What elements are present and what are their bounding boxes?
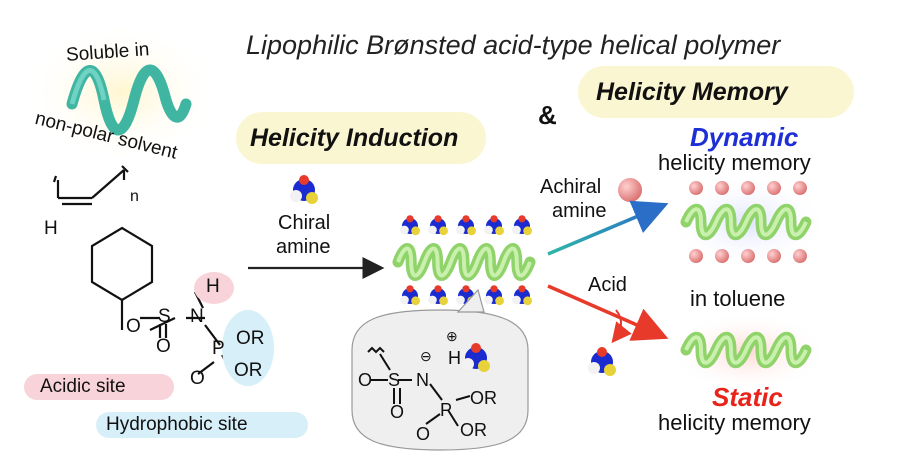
bubble-atom-n: N	[416, 370, 429, 390]
acidic-site-label: Acidic site	[40, 376, 126, 397]
bubble-amine-icon	[462, 343, 490, 372]
atom-or1: OR	[236, 328, 265, 349]
atom-n: N	[190, 306, 204, 327]
induction-highlight	[236, 112, 486, 164]
hydrophobic-site-highlight	[96, 412, 308, 438]
acidic-site-highlight	[24, 374, 174, 400]
achiral-amine-line1: Achiral	[540, 176, 602, 198]
or-highlight	[222, 310, 274, 386]
ampersand: &	[538, 100, 557, 130]
page-title: Lipophilic Brønsted acid-type helical po…	[246, 30, 781, 60]
static-subtitle: helicity memory	[658, 410, 811, 435]
released-amine-icon	[588, 347, 616, 376]
static-title: Static	[712, 382, 783, 412]
central-helix	[392, 215, 536, 306]
helix-icon	[66, 64, 192, 136]
bubble-atom-o2: O	[390, 402, 405, 422]
memory-highlight	[578, 66, 854, 118]
bubble-atom-s: S	[388, 370, 401, 390]
bubble-atom-or2: OR	[460, 420, 487, 440]
atom-h-backbone: H	[44, 218, 58, 239]
dynamic-subtitle: helicity memory	[658, 150, 811, 175]
bubble-plus: ⊕	[446, 328, 458, 344]
in-toluene-label: in toluene	[690, 286, 786, 311]
repeat-n: n	[130, 188, 139, 205]
atom-o3: O	[190, 368, 205, 389]
bubble-atom-o1: O	[358, 370, 373, 390]
atom-s: S	[158, 306, 171, 327]
dynamic-arrow	[547, 200, 669, 256]
static-helix	[680, 331, 812, 369]
hydrophobic-site-label: Hydrophobic site	[106, 414, 248, 435]
acid-release-arrow	[611, 309, 632, 344]
acid-label: Acid	[588, 274, 627, 296]
detail-bubble	[351, 309, 529, 451]
bubble-atom-p: P	[440, 400, 453, 420]
chiral-amine-line2: amine	[276, 236, 331, 258]
dynamic-helix	[680, 181, 812, 263]
chiral-amine-line1: Chiral	[278, 212, 331, 234]
bubble-atom-h: H	[448, 348, 461, 368]
atom-o1: O	[126, 316, 141, 337]
achiral-amine-line2: amine	[552, 200, 607, 222]
bubble-structure	[367, 346, 471, 427]
chiral-amine-icon	[290, 175, 318, 204]
static-arrow	[547, 284, 669, 341]
atom-o2: O	[156, 336, 171, 357]
badge-glow	[22, 22, 222, 162]
nh-highlight	[194, 272, 234, 304]
achiral-amine-icon	[618, 178, 642, 202]
atom-p: P	[212, 338, 225, 359]
bubble-atom-or1: OR	[470, 388, 497, 408]
induction-label: Helicity Induction	[250, 124, 459, 152]
dynamic-title: Dynamic	[690, 122, 799, 152]
memory-label: Helicity Memory	[596, 78, 788, 106]
atom-h-nh: H	[206, 276, 220, 297]
bubble-atom-o3: O	[416, 424, 431, 444]
bubble-minus: ⊖	[420, 348, 432, 364]
atom-or2: OR	[234, 360, 263, 381]
